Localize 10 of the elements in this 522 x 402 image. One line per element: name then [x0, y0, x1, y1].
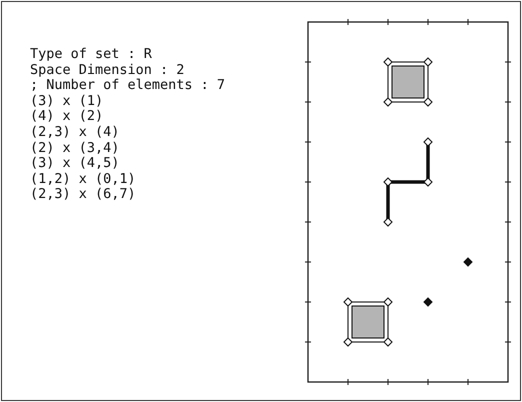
- text-line: Space Dimension : 2: [30, 62, 184, 78]
- text-line: (1,2) x (0,1): [30, 172, 136, 188]
- text-line: (2,3) x (4): [30, 124, 120, 141]
- text-line: (4) x (2): [30, 109, 104, 125]
- text-line: (2) x (3,4): [30, 140, 120, 156]
- text-line: (2,3) x (6,7): [30, 187, 136, 203]
- text-line: Type of set : R: [30, 47, 152, 63]
- text-line: ; Number of elements : 7: [30, 78, 226, 94]
- text-line: (3) x (1): [30, 94, 104, 110]
- text-line: (3) x (4,5): [30, 156, 120, 172]
